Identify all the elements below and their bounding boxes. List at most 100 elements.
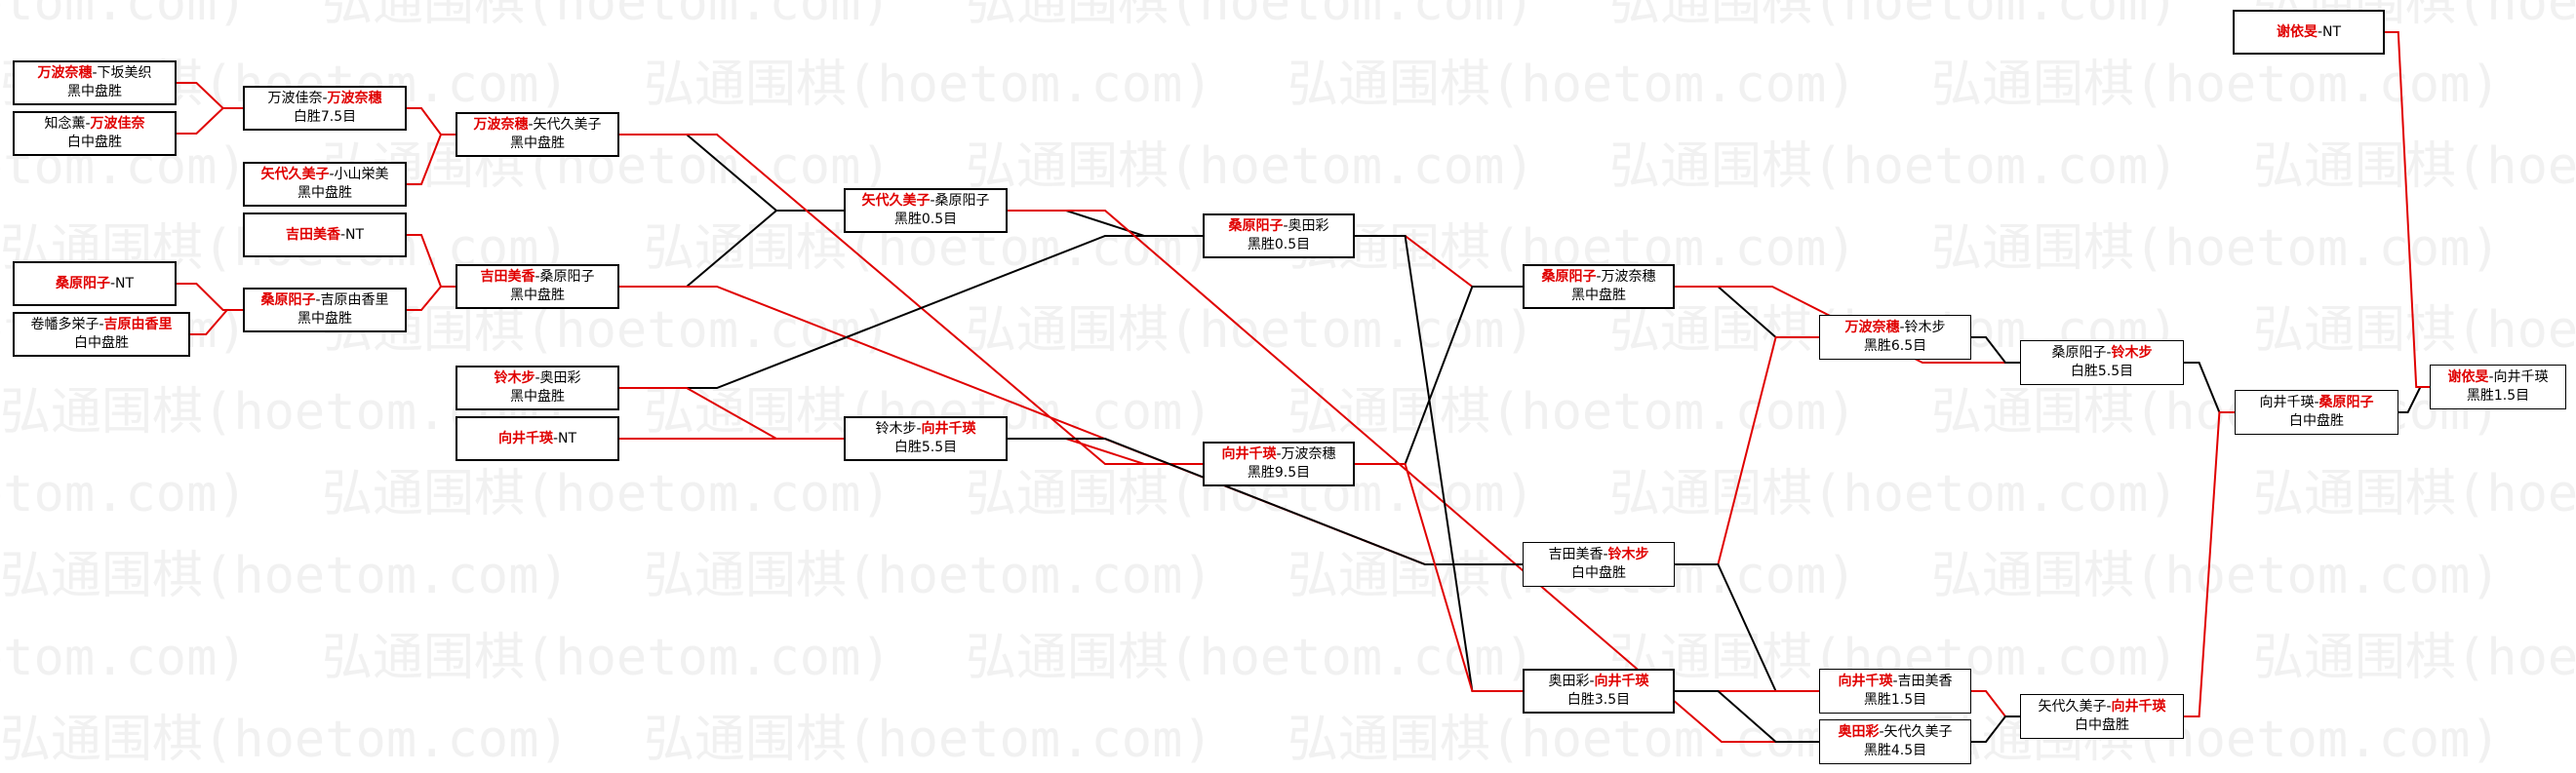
match-node[interactable]: 万波奈穗-下坂美织黑中盘胜 [13, 60, 177, 105]
bracket-connector [1008, 210, 1819, 743]
player-b: 向井千瑛 [2493, 369, 2549, 385]
player-a: 桑原阳子 [1541, 269, 1597, 285]
bracket-connector [190, 309, 243, 335]
player-a: 桑原阳子 [55, 275, 110, 291]
player-a: 向井千瑛 [1221, 446, 1277, 462]
player-a: 万波奈穗 [1844, 320, 1900, 335]
match-result: 黑中盘胜 [67, 84, 122, 99]
player-b: 铃木步 [1607, 547, 1649, 562]
player-b: 矢代久美子 [1883, 724, 1953, 740]
match-node[interactable]: 卷幡多栄子-吉原由香里白中盘胜 [13, 312, 190, 357]
player-b: 小山栄美 [334, 167, 389, 182]
player-a: 知念薰 [44, 116, 86, 132]
match-node[interactable]: 吉田美香-铃木步白中盘胜 [1523, 542, 1675, 587]
match-node[interactable]: 万波奈穗-铃木步黑胜6.5目 [1819, 315, 1971, 360]
player-b: 奥田彩 [539, 370, 581, 386]
player-b: 桑原阳子 [2318, 395, 2374, 410]
player-a: 奥田彩 [1548, 674, 1590, 689]
match-node[interactable]: 桑原阳子-吉原由香里黑中盘胜 [243, 288, 407, 332]
player-b: 铃木步 [1904, 320, 1946, 335]
bracket-connector [2184, 362, 2235, 413]
match-node[interactable]: 桑原阳子-NT [13, 261, 177, 306]
player-a: 吉田美香 [1548, 547, 1604, 562]
match-node[interactable]: 矢代久美子-向井千瑛白中盘胜 [2020, 694, 2184, 739]
match-node[interactable]: 矢代久美子-桑原阳子黑胜0.5目 [844, 188, 1008, 233]
match-node[interactable]: 矢代久美子-小山栄美黑中盘胜 [243, 162, 407, 207]
bracket-connector [619, 210, 844, 288]
player-a: 矢代久美子 [861, 193, 931, 209]
match-node[interactable]: 向井千瑛-万波奈穗黑胜9.5目 [1203, 442, 1355, 486]
match-node[interactable]: 奥田彩-向井千瑛白胜3.5目 [1523, 669, 1675, 714]
match-node[interactable]: 铃木步-奥田彩黑中盘胜 [456, 366, 619, 410]
bracket-connector [1971, 336, 2020, 364]
match-result: 黑中盘胜 [297, 311, 352, 327]
match-result: 黑胜4.5目 [1863, 743, 1927, 758]
player-b: 吉原由香里 [103, 317, 173, 332]
bracket-connector [1675, 286, 1819, 338]
bracket-connector [407, 286, 456, 311]
player-b: 向井千瑛 [2111, 699, 2166, 715]
match-node[interactable]: 向井千瑛-吉田美香黑胜1.5目 [1819, 669, 1971, 714]
bracket-connector [1355, 235, 1523, 288]
bracket-connector [407, 107, 456, 135]
player-b: 万波奈穗 [1601, 269, 1656, 285]
player-b: 铃木步 [2111, 345, 2153, 361]
bracket-connector [1008, 210, 1203, 237]
player-b: 吉原由香里 [320, 292, 389, 308]
bracket-connector [407, 134, 456, 185]
match-node[interactable]: 知念薰-万波佳奈白中盘胜 [13, 111, 177, 156]
match-node[interactable]: 向井千瑛-NT [456, 416, 619, 461]
match-node[interactable]: 吉田美香-桑原阳子黑中盘胜 [456, 264, 619, 309]
match-node[interactable]: 桑原阳子-铃木步白胜5.5目 [2020, 340, 2184, 385]
match-node[interactable]: 谢依旻-NT [2233, 10, 2385, 55]
match-result: 黑中盘胜 [510, 389, 565, 405]
player-a: 谢依旻 [2276, 23, 2318, 40]
match-node[interactable]: 桑原阳子-万波奈穗黑中盘胜 [1523, 264, 1675, 309]
bracket-connector [1675, 563, 1819, 692]
player-a: 铃木步 [494, 370, 535, 386]
player-a: 桑原阳子 [2051, 345, 2107, 361]
bracket-connector [1355, 286, 1523, 465]
player-a: 谢依旻 [2447, 369, 2489, 385]
bracket-connector [1971, 690, 2020, 717]
match-result: 白胜5.5目 [893, 440, 958, 455]
match-node[interactable]: 谢依旻-向井千瑛黑胜1.5目 [2430, 365, 2566, 409]
match-node[interactable]: 万波佳奈-万波奈穗白胜7.5目 [243, 86, 407, 131]
bracket-connector [2184, 411, 2235, 717]
match-result: 黑中盘胜 [1571, 288, 1626, 303]
match-result: 白中盘胜 [1571, 565, 1626, 581]
match-result: 黑中盘胜 [510, 288, 565, 303]
match-node[interactable]: 奥田彩-矢代久美子黑胜4.5目 [1819, 719, 1971, 764]
bracket-connector [177, 283, 243, 311]
match-node[interactable]: 向井千瑛-桑原阳子白中盘胜 [2235, 390, 2398, 435]
match-result: 黑胜1.5目 [2466, 388, 2530, 404]
player-b: NT [115, 275, 135, 291]
match-result: 白胜7.5目 [293, 109, 357, 125]
bracket-connector [1355, 463, 1523, 692]
match-result: 黑胜0.5目 [1247, 237, 1311, 252]
player-a: 矢代久美子 [2038, 699, 2107, 715]
match-result: 黑胜0.5目 [893, 212, 958, 227]
bracket-connector [619, 235, 1203, 389]
player-a: 铃木步 [875, 421, 917, 437]
player-b: 万波佳奈 [90, 116, 145, 132]
bracket-connector [2385, 31, 2430, 388]
player-b: NT [345, 226, 365, 243]
bracket-connector [177, 82, 243, 109]
match-result: 白中盘胜 [2289, 413, 2344, 429]
player-a: 吉田美香 [285, 226, 340, 243]
bracket-connector [1675, 690, 1819, 743]
match-node[interactable]: 铃木步-向井千瑛白胜5.5目 [844, 416, 1008, 461]
player-b: 奥田彩 [1288, 218, 1329, 234]
match-node[interactable]: 吉田美香-NT [243, 213, 407, 257]
match-node[interactable]: 桑原阳子-奥田彩黑胜0.5目 [1203, 213, 1355, 258]
match-result: 黑胜6.5目 [1863, 338, 1927, 354]
player-a: 向井千瑛 [497, 430, 553, 446]
bracket-connector [1675, 336, 1819, 565]
player-b: 向井千瑛 [921, 421, 976, 437]
bracket-connector [619, 387, 844, 440]
player-b: NT [558, 430, 577, 446]
match-result: 黑胜9.5目 [1247, 465, 1311, 481]
match-node[interactable]: 万波奈穗-矢代久美子黑中盘胜 [456, 112, 619, 157]
